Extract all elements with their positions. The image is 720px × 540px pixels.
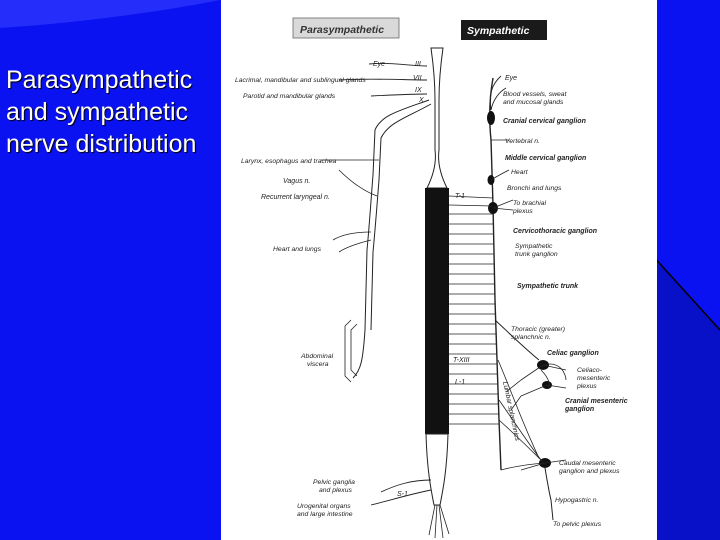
heart-lungs-branches [332, 231, 372, 253]
label-trunk-ganglion-2: trunk ganglion [515, 251, 558, 258]
pelvic-nerve [370, 479, 432, 506]
parasympathetic-header: Parasympathetic [300, 24, 384, 36]
title-line-1: Parasympathetic [6, 66, 193, 94]
label-splanchnic-2: splanchnic n. [511, 334, 551, 341]
level-s1: S-1 [397, 491, 408, 498]
nerve-distribution-diagram: Parasympathetic Sympathetic [221, 0, 657, 540]
head-fibers [489, 75, 507, 111]
label-abdominal-1: Abdominal [300, 353, 334, 360]
level-l1: L-1 [455, 379, 465, 386]
label-middle-cervical: Middle cervical ganglion [505, 155, 586, 162]
label-blood-2: and mucosal glands [503, 99, 564, 106]
label-celiacomes-1: Celiaco- [577, 367, 603, 374]
brachial-branches [492, 199, 514, 211]
greater-splanchnic-nerve [494, 319, 540, 361]
level-t13: T-XIII [453, 357, 470, 364]
label-cranial-mes-1: Cranial mesenteric [565, 398, 628, 405]
label-pelvic-2: and plexus [319, 487, 352, 494]
cranial-nerve-iii-fiber [368, 63, 428, 67]
right-diagonal-edge [651, 254, 720, 331]
label-lumbar-splanchnics: Lumbar splanchnics [501, 381, 521, 442]
vagus-fiber [352, 99, 430, 379]
label-eye-symp: Eye [505, 75, 517, 82]
slide-title: Parasympathetic and sympathetic nerve di… [6, 64, 221, 160]
abdominal-brackets [344, 319, 358, 383]
label-trunk: Sympathetic trunk [517, 283, 579, 290]
label-caudal-mes-1: Caudal mesenteric [559, 460, 616, 467]
sympathetic-header: Sympathetic [467, 25, 530, 37]
sympathetic-header-box [461, 20, 547, 40]
lumbar-splanchnic-nerves [497, 359, 544, 463]
cranial-nerve-vii: VII [413, 75, 422, 82]
label-urogenital-1: Urogenital organs [297, 503, 351, 510]
rami-communicantes [448, 195, 499, 425]
diagram-canvas: Parasympathetic Sympathetic [235, 17, 628, 539]
title-line-3: nerve distribution [6, 130, 197, 158]
cranial-nerve-ix-fiber [370, 93, 428, 97]
hypogastric-nerve [544, 467, 554, 521]
label-heart: Heart [511, 169, 529, 176]
label-bronchi: Bronchi and lungs [507, 185, 562, 192]
label-hypogastric: Hypogastric n. [555, 497, 599, 504]
label-celiac: Celiac ganglion [547, 350, 599, 357]
label-pelvic-1: Pelvic ganglia [313, 479, 355, 486]
label-recurrent: Recurrent laryngeal n. [261, 194, 330, 201]
label-celiacomes-3: plexus [576, 383, 597, 390]
label-vertebral: Vertebral n. [505, 138, 540, 145]
cranial-nerve-x: X [418, 97, 424, 104]
vagus-fiber-2 [370, 103, 432, 331]
label-blood-1: Blood vessels, sweat [503, 91, 568, 98]
celiacomesenteric-plexus [505, 363, 567, 411]
label-splanchnic-1: Thoracic (greater) [511, 326, 565, 333]
label-cervicothoracic: Cervicothoracic ganglion [513, 228, 597, 235]
label-vagus: Vagus n. [283, 178, 310, 185]
label-eye-para: Eye [373, 61, 385, 68]
brainstem [426, 47, 448, 189]
label-larynx: Larynx, esophagus and trachea [241, 158, 336, 165]
cranial-nerve-vii-fiber [338, 78, 428, 81]
sacral-cord [425, 433, 449, 506]
label-trunk-ganglion-1: Sympathetic [515, 243, 553, 250]
label-abdominal-2: viscera [307, 361, 329, 368]
label-cranial-cervical: Cranial cervical ganglion [503, 118, 586, 125]
thoracolumbar-cord [425, 188, 449, 434]
level-t1: T-1 [455, 193, 465, 200]
cranial-nerve-iii: III [415, 61, 421, 68]
right-diagonal-shadow [652, 255, 720, 540]
cauda-equina [428, 504, 450, 539]
label-heart-lungs: Heart and lungs [273, 246, 322, 253]
parasympathetic-header-box [292, 17, 400, 39]
label-cranial-mes-2: ganglion [564, 406, 594, 413]
caudal-plexus-branches [500, 459, 567, 471]
label-pelvic-plexus: To pelvic plexus [553, 521, 602, 528]
label-parotid: Parotid and mandibular glands [243, 93, 336, 100]
label-brachial-1: To brachial [513, 200, 546, 207]
title-line-2: and sympathetic [6, 98, 189, 126]
cranial-nerve-ix: IX [415, 87, 422, 94]
label-celiacomes-2: mesenteric [577, 375, 611, 382]
label-brachial-2: plexus [512, 208, 533, 215]
label-urogenital-2: and large intestine [297, 511, 353, 518]
label-lacrimal: Lacrimal, mandibular and sublingual glan… [235, 77, 366, 84]
label-caudal-mes-2: ganglion and plexus [559, 468, 620, 475]
recurrent-laryngeal-branch [338, 169, 378, 197]
cranial-cervical-ganglion [487, 111, 495, 125]
top-swoosh [0, 0, 220, 28]
heart-branch [490, 169, 510, 181]
